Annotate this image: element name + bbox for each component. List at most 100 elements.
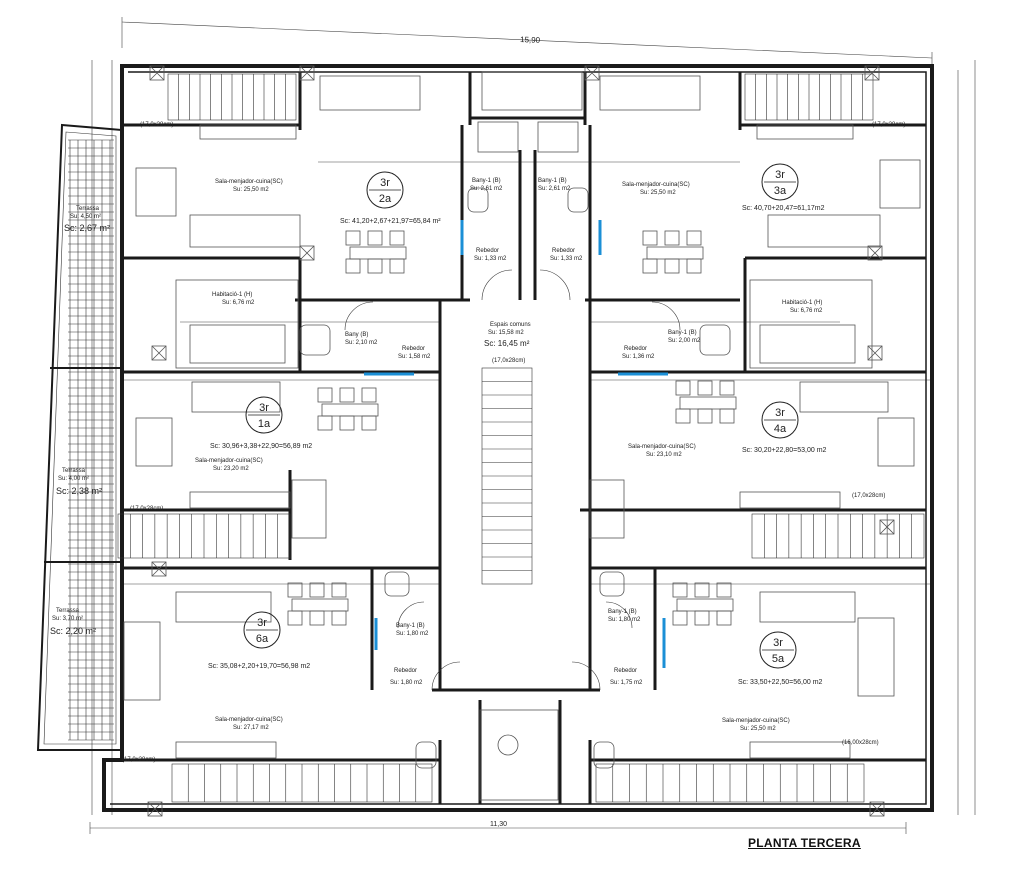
window-cross-3 xyxy=(864,65,880,81)
reb-tr-su: Su: 1,33 m2 xyxy=(550,256,583,262)
stair-central xyxy=(481,367,533,585)
room-name: Sala-menjador-cuina(SC) xyxy=(195,458,263,464)
unit-number: 6a xyxy=(256,633,269,645)
reb-br-su: Su: 1,75 m2 xyxy=(610,680,643,686)
window-markers xyxy=(147,65,895,817)
reb-bl-su: Su: 1,80 m2 xyxy=(390,680,423,686)
bany-tl-su: Su: 2,61 m2 xyxy=(470,186,503,192)
unit-number: 4a xyxy=(774,423,787,435)
comuna-sc: Sc: 16,45 m² xyxy=(484,339,530,348)
window-cross-5 xyxy=(867,345,883,361)
unit-floor: 3r xyxy=(257,617,267,629)
unit-area: Sc: 35,08+2,20+19,70=56,98 m2 xyxy=(208,663,310,670)
reb-tl-name: Rebedor xyxy=(476,248,499,254)
dining-sets xyxy=(287,230,737,626)
bany-bl-name: Bany-1 (B) xyxy=(396,623,425,629)
reb-ml-su: Su: 1,58 m2 xyxy=(398,354,431,360)
terrace-mid-su: Su: 4,00 m² xyxy=(58,476,89,482)
stair-mid-right xyxy=(751,513,925,559)
dining-set-4a xyxy=(675,380,737,424)
bany-mr-name: Bany-1 (B) xyxy=(668,330,697,336)
unit-floor: 3r xyxy=(773,637,783,649)
terrace-bot-name: Terrassa xyxy=(56,608,80,614)
overall-width-top: 15,90 xyxy=(520,35,541,45)
unit-area: Sc: 33,50+22,50=56,00 m2 xyxy=(738,679,823,686)
bany-ml-su: Su: 2,10 m2 xyxy=(345,340,378,346)
window-cross-11 xyxy=(869,801,885,817)
comuna-name: Espais comuns xyxy=(490,322,531,328)
stair-mid-left xyxy=(117,513,291,559)
bany-br-su: Su: 1,80 m2 xyxy=(608,617,641,623)
reb-mr-name: Rebedor xyxy=(624,346,647,352)
terrace-top-name: Terrassa xyxy=(76,206,100,212)
drawing-title: PLANTA TERCERA xyxy=(748,836,861,850)
room-name: Sala-menjador-cuina(SC) xyxy=(215,717,283,723)
reb-ml-name: Rebedor xyxy=(402,346,425,352)
window-cross-8 xyxy=(151,561,167,577)
room-name: Sala-menjador-cuina(SC) xyxy=(628,444,696,450)
window-cross-1 xyxy=(299,65,315,81)
dining-set-6a xyxy=(287,582,349,626)
dining-set-1a xyxy=(317,387,379,431)
room-area: Su: 25,50 m2 xyxy=(640,190,676,196)
comuna-su: Su: 15,58 m2 xyxy=(488,330,524,336)
terrace-bot-sc: Sc: 2,20 m² xyxy=(50,626,96,636)
hab-left-name: Habitació-1 (H) xyxy=(212,292,252,298)
unit-number: 5a xyxy=(772,653,785,665)
terrace-bot-su: Su: 3,70 m² xyxy=(52,616,83,622)
reb-br-name: Rebedor xyxy=(614,668,637,674)
unit-floor: 3r xyxy=(775,407,785,419)
stair-label-tr: (17,0x28cm) xyxy=(872,122,905,128)
stair-label-bl: (17,0x28cm) xyxy=(122,757,155,763)
dining-set-2a xyxy=(345,230,407,274)
room-area: Su: 25,50 m2 xyxy=(740,726,776,732)
dining-set-3a xyxy=(642,230,704,274)
exterior-walls xyxy=(102,64,934,812)
door-swings xyxy=(344,269,681,691)
furniture xyxy=(123,71,921,801)
bany-tr-su: Su: 2,61 m2 xyxy=(538,186,571,192)
room-labels: Terrassa Su: 4,50 m² Sc: 2,67 m² Terrass… xyxy=(50,122,905,763)
hab-right-su: Su: 6,76 m2 xyxy=(790,308,823,314)
hab-right-name: Habitació-1 (H) xyxy=(782,300,822,306)
stair-bottom-left xyxy=(171,763,433,803)
window-cross-4 xyxy=(151,345,167,361)
bany-bl-su: Su: 1,80 m2 xyxy=(396,631,429,637)
blue-markers xyxy=(364,220,668,668)
dining-set-5a xyxy=(672,582,734,626)
bany-br-name: Bany-1 (B) xyxy=(608,609,637,615)
hab-left-su: Su: 6,76 m2 xyxy=(222,300,255,306)
stair-label-ml: (17,0x28cm) xyxy=(130,506,163,512)
reb-bl-name: Rebedor xyxy=(394,668,417,674)
stairs-layer xyxy=(117,73,925,803)
room-name: Sala-menjador-cuina(SC) xyxy=(215,179,283,185)
window-cross-9 xyxy=(879,519,895,535)
room-area: Su: 23,10 m2 xyxy=(646,452,682,458)
unit-number: 3a xyxy=(774,185,787,197)
unit-area: Sc: 30,96+3,38+22,90=56,89 m2 xyxy=(210,443,312,450)
window-cross-7 xyxy=(867,245,883,261)
terrace-top-su: Su: 4,50 m² xyxy=(70,214,101,220)
room-area: Su: 27,17 m2 xyxy=(233,725,269,731)
bany-ml-name: Bany (B) xyxy=(345,332,368,338)
bany-tl-name: Bany-1 (B) xyxy=(472,178,501,184)
stair-bottom-right xyxy=(595,763,865,803)
terrace-mid-sc: Sc: 2,38 m² xyxy=(56,486,102,496)
terrace-strip xyxy=(36,123,123,751)
bath-fixtures xyxy=(384,121,625,769)
window-cross-6 xyxy=(299,245,315,261)
window-cross-2 xyxy=(584,65,600,81)
terrace-top-sc: Sc: 2,67 m² xyxy=(64,223,110,233)
stair-label-tl: (17,0x28cm) xyxy=(140,122,173,128)
room-name: Sala-menjador-cuina(SC) xyxy=(622,182,690,188)
unit-floor: 3r xyxy=(380,177,390,189)
unit-floor: 3r xyxy=(259,402,269,414)
window-cross-0 xyxy=(149,65,165,81)
reb-tl-su: Su: 1,33 m2 xyxy=(474,256,507,262)
